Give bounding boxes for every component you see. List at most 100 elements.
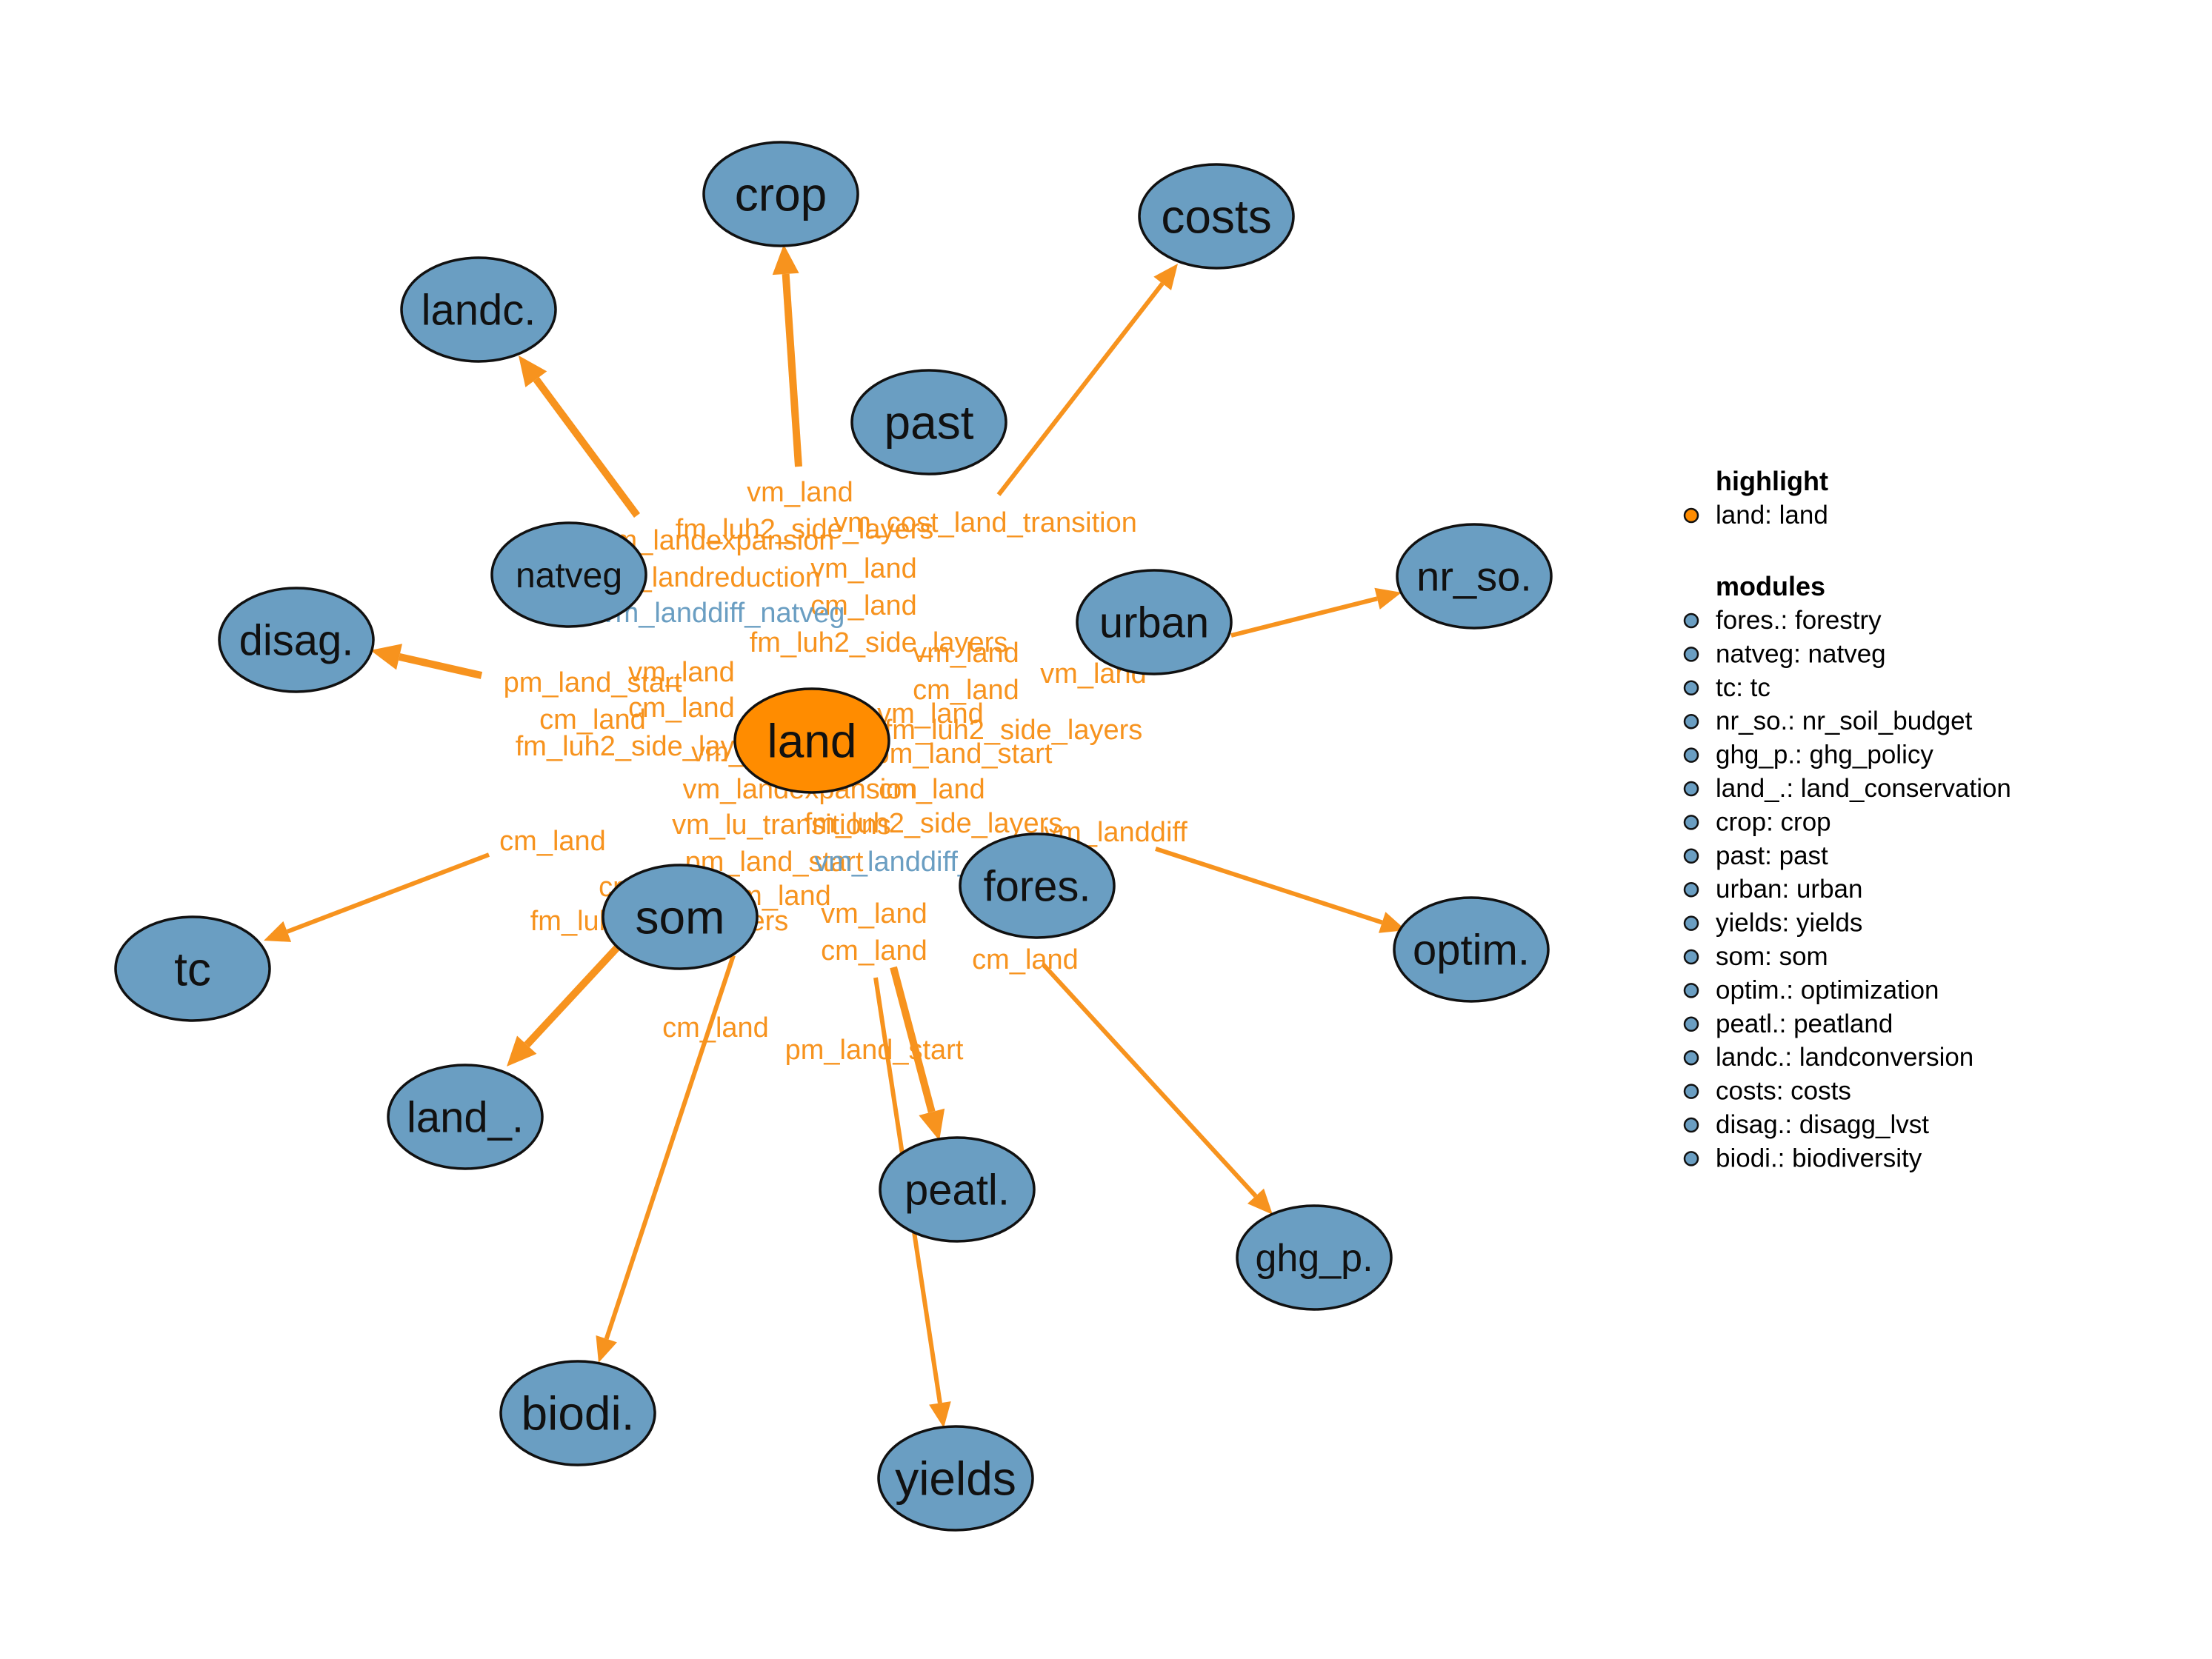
node-yields[interactable]: yields bbox=[877, 1425, 1034, 1532]
node-label: crop bbox=[735, 167, 827, 221]
edge-land-to-land_ bbox=[524, 939, 625, 1048]
edge-label: vm_land bbox=[810, 553, 917, 584]
legend-item: land_.: land_conservation bbox=[1716, 774, 2011, 803]
legend-module-swatch bbox=[1683, 713, 1699, 730]
legend-item: ghg_p.: ghg_policy bbox=[1716, 741, 1933, 770]
node-shape bbox=[1393, 896, 1550, 1003]
node-land_[interactable]: land_. bbox=[387, 1064, 544, 1170]
node-biodi[interactable]: biodi. bbox=[499, 1360, 656, 1466]
node-shape bbox=[218, 587, 375, 693]
edge-arrowhead-yields bbox=[929, 1401, 951, 1428]
node-costs[interactable]: costs bbox=[1138, 163, 1295, 270]
edge-land-to-nr_so bbox=[1230, 596, 1378, 638]
edge-label: cm_land bbox=[499, 826, 606, 857]
legend-highlight-title: highlight bbox=[1716, 466, 1828, 496]
edge-arrowhead-costs bbox=[1153, 264, 1178, 291]
legend-item: tc: tc bbox=[1716, 673, 1770, 702]
legend-item: yields: yields bbox=[1716, 909, 1862, 938]
legend-module-swatch bbox=[1683, 915, 1699, 931]
legend-item: past: past bbox=[1716, 841, 1828, 870]
legend-module-swatch bbox=[1683, 1016, 1699, 1032]
node-nr_so[interactable]: nr_so. bbox=[1396, 523, 1553, 630]
legend-item: disag.: disagg_lvst bbox=[1716, 1110, 1929, 1139]
node-shape bbox=[387, 1064, 544, 1170]
edge-arrowhead-ghg_p bbox=[1247, 1188, 1273, 1215]
legend-module-swatch bbox=[1683, 612, 1699, 629]
edge-label: cm_land bbox=[879, 774, 985, 805]
edge-label: cm_land bbox=[913, 675, 1019, 706]
edge-label: vm_land bbox=[821, 898, 927, 929]
node-past[interactable]: past bbox=[850, 369, 1007, 475]
legend-item: natveg: natveg bbox=[1716, 639, 1886, 668]
node-shape bbox=[1138, 163, 1295, 270]
node-shape bbox=[1396, 523, 1553, 630]
legend-module-swatch bbox=[1683, 1117, 1699, 1133]
node-landc[interactable]: landc. bbox=[400, 256, 557, 363]
legend-module-swatch bbox=[1683, 881, 1699, 898]
legend-module-swatch bbox=[1683, 647, 1699, 662]
node-label: peatl. bbox=[905, 1166, 1010, 1214]
legend-item: land: land bbox=[1716, 501, 1828, 530]
edge-land-to-disag bbox=[398, 652, 483, 679]
edge-arrowhead-crop bbox=[772, 244, 799, 276]
node-shape bbox=[733, 687, 890, 794]
node-urban[interactable]: urban bbox=[1076, 569, 1233, 675]
node-crop[interactable]: crop bbox=[702, 141, 859, 247]
legend-module-swatch bbox=[1683, 1049, 1699, 1066]
node-label: optim. bbox=[1413, 926, 1530, 974]
edge-arrowhead-optim bbox=[1379, 912, 1406, 933]
node-label: ghg_p. bbox=[1255, 1237, 1373, 1280]
node-som[interactable]: som bbox=[602, 864, 759, 970]
edge-label: fm_luh2_side_layers bbox=[750, 627, 1008, 658]
edge-label: fm_luh2_side_layers bbox=[676, 514, 934, 545]
edge-label: vm_cost_land_transition bbox=[833, 507, 1137, 538]
edge-land-to-peatl bbox=[890, 966, 936, 1113]
legend-item: nr_so.: nr_soil_budget bbox=[1716, 707, 1973, 735]
edge-label: vm_land bbox=[877, 698, 984, 730]
edge-arrowhead-nr_so bbox=[1374, 587, 1402, 610]
edge-label: vm_landdiff_natveg bbox=[602, 598, 845, 629]
node-label: past bbox=[885, 395, 974, 449]
node-disag[interactable]: disag. bbox=[218, 587, 375, 693]
edge-arrowhead-peatl bbox=[919, 1108, 945, 1141]
node-land[interactable]: land bbox=[733, 687, 890, 794]
node-label: disag. bbox=[239, 616, 354, 664]
node-optim[interactable]: optim. bbox=[1393, 896, 1550, 1003]
legend-item: crop: crop bbox=[1716, 807, 1831, 836]
node-label: nr_so. bbox=[1416, 553, 1532, 600]
legend-item: peatl.: peatland bbox=[1716, 1009, 1893, 1038]
legend-module-swatch bbox=[1683, 815, 1699, 830]
legend-item: biodi.: biodiversity bbox=[1716, 1144, 1922, 1172]
node-label: yields bbox=[895, 1452, 1016, 1505]
edge-arrowhead-biodi bbox=[596, 1335, 617, 1363]
node-ghg_p[interactable]: ghg_p. bbox=[1236, 1204, 1393, 1311]
node-label: som bbox=[636, 890, 725, 944]
node-fores[interactable]: fores. bbox=[959, 832, 1116, 939]
legend-module-swatch bbox=[1683, 949, 1699, 965]
edge-label: pm_land_start bbox=[785, 1035, 964, 1066]
node-shape bbox=[114, 915, 271, 1022]
edge-arrowhead-land_ bbox=[507, 1035, 537, 1066]
node-shape bbox=[877, 1425, 1034, 1532]
node-shape bbox=[1236, 1204, 1393, 1311]
node-natveg[interactable]: natveg bbox=[490, 521, 647, 628]
edge-label: cm_land bbox=[539, 704, 646, 735]
node-tc[interactable]: tc bbox=[114, 915, 271, 1022]
node-label: land bbox=[767, 714, 857, 767]
node-label: tc bbox=[174, 942, 211, 995]
edge-label: cm_land bbox=[821, 935, 927, 967]
node-label: fores. bbox=[983, 862, 1090, 910]
node-shape bbox=[602, 864, 759, 970]
node-label: landc. bbox=[422, 286, 536, 334]
node-shape bbox=[879, 1136, 1036, 1243]
legend-item: som: som bbox=[1716, 942, 1828, 971]
edge-arrowhead-disag bbox=[370, 644, 402, 670]
nodes-layer: land crop costs landc. past natveg urban nr_so.… bbox=[114, 141, 1553, 1532]
edge-label: pm_land_start bbox=[874, 738, 1053, 770]
legend-module-swatch bbox=[1683, 1151, 1699, 1166]
legend-modules-title: modules bbox=[1716, 571, 1825, 601]
node-shape bbox=[499, 1360, 656, 1466]
node-peatl[interactable]: peatl. bbox=[879, 1136, 1036, 1243]
legend-module-swatch bbox=[1683, 747, 1699, 763]
node-shape bbox=[490, 521, 647, 628]
